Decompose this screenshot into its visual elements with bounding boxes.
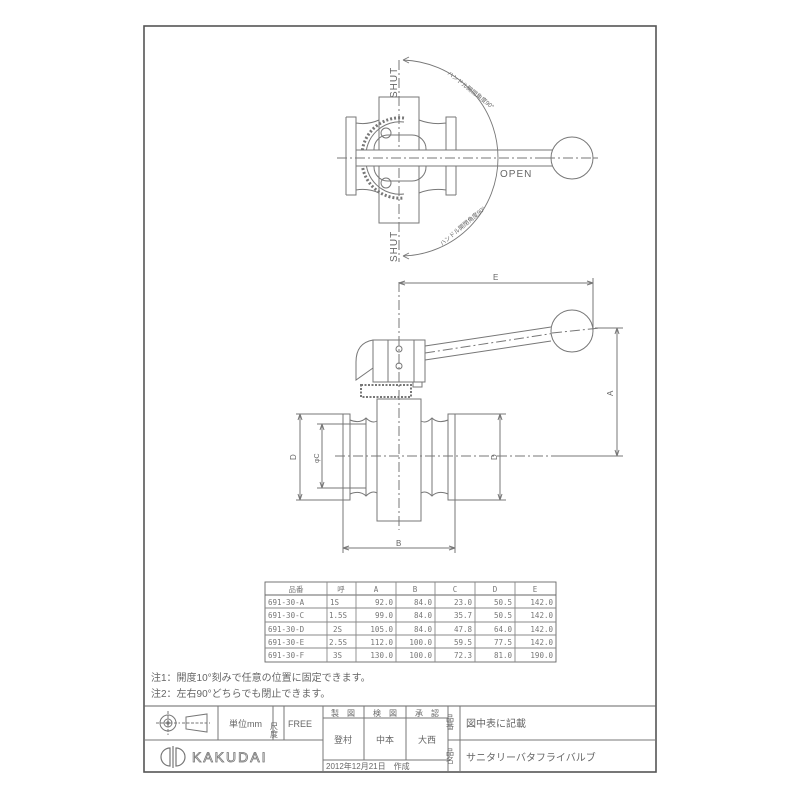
title-block	[144, 705, 656, 772]
scale-label: 尺度	[270, 722, 279, 739]
dimension-table-cells: 品番 呼 A B C D E 691-30-A 1S 92.0 84.0 23.…	[268, 584, 553, 660]
table-cell: 50.5	[494, 598, 512, 607]
table-cell: 1.5S	[329, 611, 348, 620]
table-header-part-no: 品番	[289, 584, 304, 594]
table-cell: 1S	[330, 598, 340, 607]
part-name-label: 品名	[446, 748, 455, 765]
table-cell: 112.0	[370, 638, 393, 647]
table-cell: 47.8	[454, 625, 473, 634]
dim-phic-label: φC	[314, 453, 321, 463]
shut-top-label: SHUT	[389, 67, 400, 98]
table-cell: 23.0	[454, 598, 473, 607]
dim-d-right-label: D	[490, 454, 499, 460]
arc-upper-note: ハンドル開閉角度90°	[446, 69, 496, 111]
table-cell: 691-30-D	[268, 625, 305, 634]
table-header-size: 呼	[337, 584, 345, 594]
side-view	[296, 278, 623, 553]
drawing-date: 2012年12月21日 作成	[326, 761, 410, 771]
table-cell: 691-30-A	[268, 598, 305, 607]
third-angle-projection-icon	[156, 711, 210, 735]
table-cell: 105.0	[370, 625, 393, 634]
table-cell: 190.0	[530, 651, 553, 660]
table-cell: 84.0	[414, 625, 433, 634]
part-name-value: サニタリーバタフライバルブ	[466, 751, 596, 764]
table-cell: 99.0	[375, 611, 394, 620]
table-cell: 77.5	[494, 638, 512, 647]
note-1: 注1：開度10°刻みで任意の位置に固定できます。	[151, 671, 371, 684]
top-view	[337, 56, 598, 262]
unit-label: 単位mm	[229, 718, 262, 729]
table-cell: 84.0	[414, 611, 433, 620]
kakudai-logo-icon	[160, 746, 186, 768]
table-cell: 92.0	[375, 598, 394, 607]
part-no-value: 図中表に記載	[466, 717, 526, 730]
table-cell: 130.0	[370, 651, 393, 660]
note-2: 注2：左右90°どちらでも閉止できます。	[151, 687, 330, 700]
approved-header: 承 認	[415, 708, 439, 718]
table-cell: 2.5S	[329, 638, 348, 647]
checked-header: 検 図	[373, 708, 397, 718]
table-header-a: A	[374, 585, 379, 594]
dim-d-left-label: D	[289, 454, 298, 460]
dim-b-label: B	[396, 539, 401, 548]
table-header-e: E	[533, 585, 538, 594]
table-cell: 50.5	[494, 611, 512, 620]
table-cell: 81.0	[494, 651, 513, 660]
table-cell: 142.0	[530, 611, 553, 620]
table-cell: 59.5	[454, 638, 472, 647]
drawn-header: 製 図	[331, 708, 355, 718]
table-cell: 100.0	[409, 651, 432, 660]
scale-value: FREE	[288, 719, 312, 729]
table-cell: 691-30-E	[268, 638, 305, 647]
table-cell: 142.0	[530, 625, 553, 634]
drawing-frame	[143, 25, 657, 773]
company-name: KAKUDAI	[192, 749, 267, 765]
table-header-b: B	[413, 585, 418, 594]
checked-by: 中本	[376, 734, 394, 745]
open-label: OPEN	[500, 169, 532, 180]
shut-bottom-label: SHUT	[389, 231, 400, 262]
part-no-label: 品番	[446, 714, 455, 731]
table-cell: 142.0	[530, 638, 553, 647]
table-cell: 691-30-F	[268, 651, 305, 660]
drawn-by: 登村	[334, 734, 352, 745]
table-cell: 72.3	[454, 651, 472, 660]
table-cell: 64.0	[494, 625, 513, 634]
dim-e-label: E	[493, 273, 498, 282]
table-cell: 3S	[333, 651, 343, 660]
table-cell: 84.0	[414, 598, 433, 607]
table-header-d: D	[493, 585, 498, 594]
table-cell: 35.7	[454, 611, 472, 620]
approved-by: 大西	[418, 734, 436, 745]
dimension-table	[264, 581, 557, 663]
arc-lower-note: ハンドル開閉角度90°	[438, 204, 487, 247]
table-cell: 2S	[333, 625, 343, 634]
dim-a-label: A	[606, 390, 615, 396]
table-cell: 142.0	[530, 598, 553, 607]
table-header-c: C	[453, 585, 458, 594]
table-cell: 691-30-C	[268, 611, 304, 620]
table-cell: 100.0	[409, 638, 432, 647]
